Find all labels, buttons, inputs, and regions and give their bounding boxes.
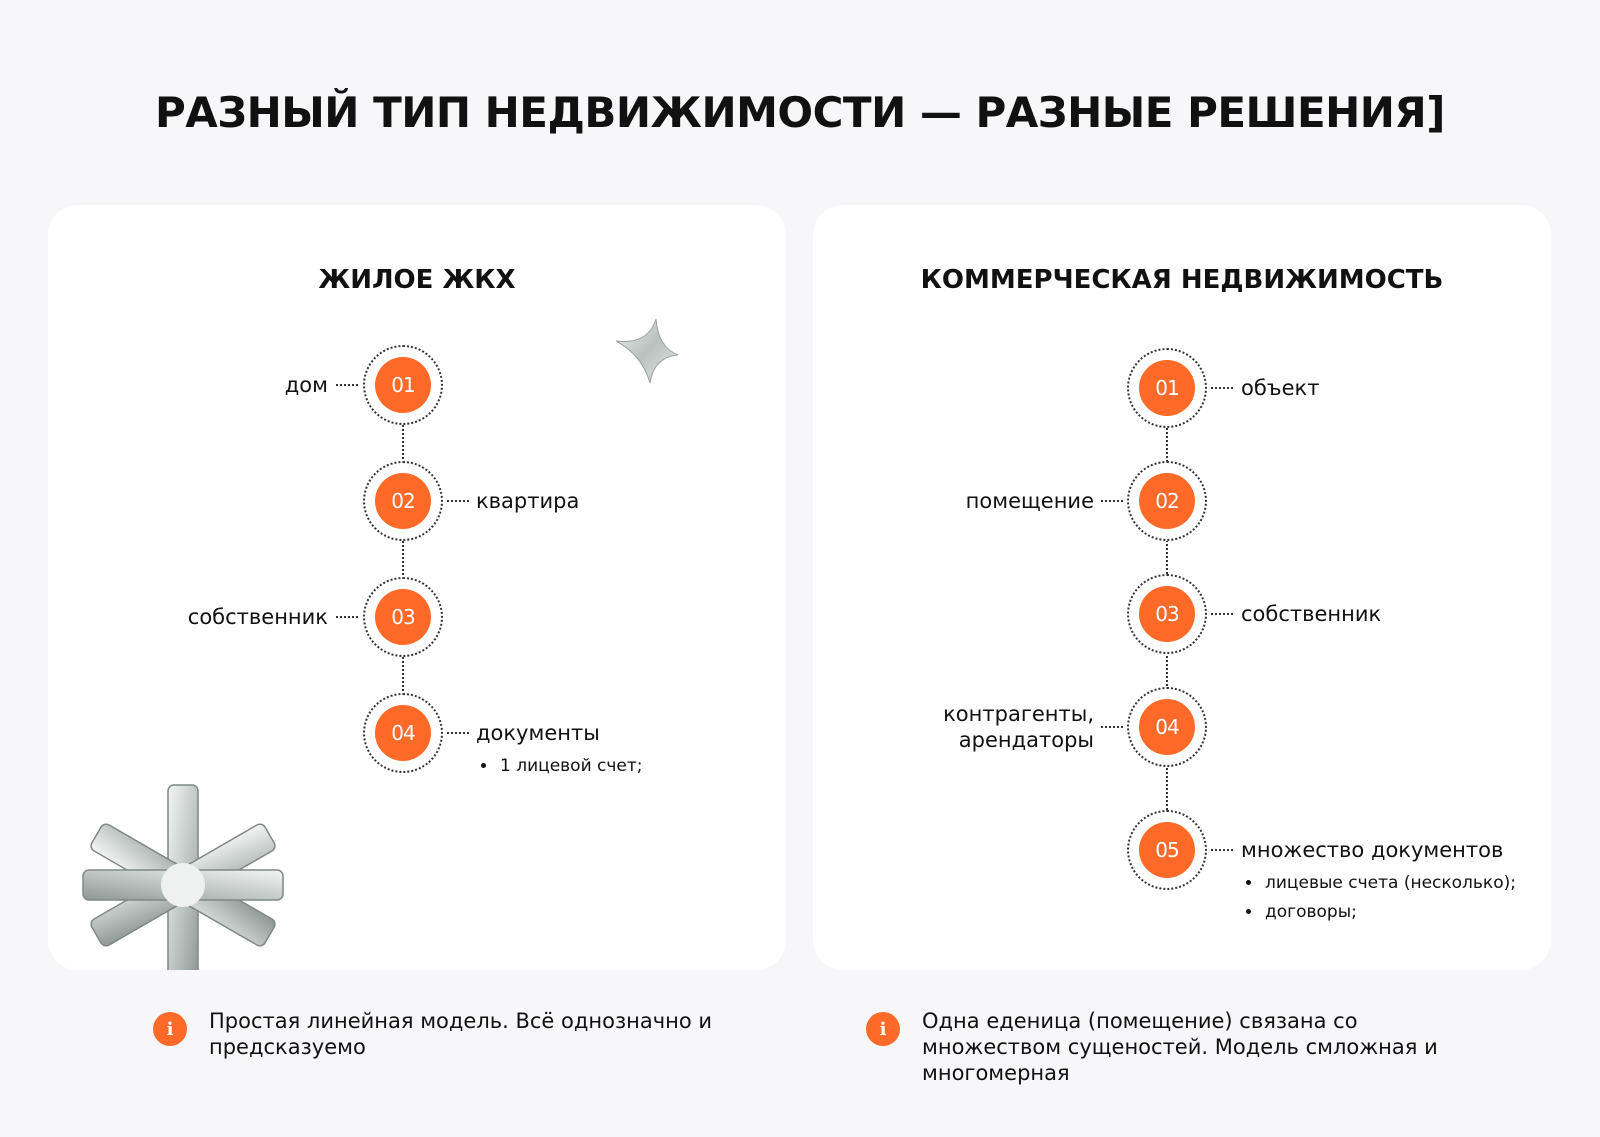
residential-card: ЖИЛОЕ ЖКХ 01 дом 02 квартира 03 собствен… (48, 205, 786, 970)
sparkle-star-icon (615, 318, 679, 384)
step-number: 01 (375, 357, 431, 413)
residential-label-house: дом (284, 373, 328, 397)
residential-label-owner: собственник (187, 605, 328, 629)
asterisk-3d-icon (82, 784, 284, 970)
info-icon: i (866, 1012, 900, 1046)
commercial-step-05: 05 (1127, 810, 1207, 890)
info-icon: i (153, 1012, 187, 1046)
commercial-label-object: объект (1241, 376, 1320, 400)
list-item: 1 лицевой счет; (498, 752, 643, 781)
residential-connector-03 (336, 616, 358, 618)
residential-step-01: 01 (363, 345, 443, 425)
residential-connector-01 (336, 384, 358, 386)
step-number: 04 (375, 705, 431, 761)
residential-label-apartment: квартира (476, 489, 580, 513)
step-number: 02 (1139, 473, 1195, 529)
step-number: 02 (375, 473, 431, 529)
commercial-step-02: 02 (1127, 461, 1207, 541)
step-number: 04 (1139, 699, 1195, 755)
page-title: РАЗНЫЙ ТИП НЕДВИЖИМОСТИ — РАЗНЫЕ РЕШЕНИЯ… (155, 88, 1445, 137)
residential-connector-04 (447, 732, 469, 734)
commercial-label-documents: множество документов лицевые счета (неск… (1241, 837, 1516, 927)
commercial-connector-05 (1211, 849, 1233, 851)
step-number: 05 (1139, 822, 1195, 878)
commercial-label-premises: помещение (965, 489, 1094, 513)
commercial-step-03: 03 (1127, 574, 1207, 654)
commercial-step-01: 01 (1127, 348, 1207, 428)
commercial-connector-02 (1101, 500, 1123, 502)
residential-step-04: 04 (363, 693, 443, 773)
step-number: 03 (375, 589, 431, 645)
commercial-documents-list: лицевые счета (несколько); договоры; (1241, 869, 1516, 927)
commercial-note: i Одна еденица (помещение) связана со мн… (866, 1008, 1482, 1086)
residential-connector-02 (447, 500, 469, 502)
commercial-connector-01 (1211, 387, 1233, 389)
residential-timeline-line (402, 385, 404, 735)
residential-card-title: ЖИЛОЕ ЖКХ (318, 265, 516, 295)
commercial-connector-04 (1101, 726, 1123, 728)
residential-documents-list: 1 лицевой счет; (476, 752, 643, 781)
commercial-card: КОММЕРЧЕСКАЯ НЕДВИЖИМОСТЬ 01 объект 02 п… (813, 205, 1551, 970)
commercial-step-04: 04 (1127, 687, 1207, 767)
list-item: лицевые счета (несколько); (1263, 869, 1516, 898)
commercial-note-text: Одна еденица (помещение) связана со множ… (922, 1009, 1438, 1085)
residential-note-text: Простая линейная модель. Всё однозначно … (209, 1009, 713, 1059)
commercial-connector-03 (1211, 613, 1233, 615)
list-item: договоры; (1263, 898, 1516, 927)
step-number: 01 (1139, 360, 1195, 416)
residential-note: i Простая линейная модель. Всё однозначн… (153, 1008, 769, 1060)
residential-label-documents: документы 1 лицевой счет; (476, 720, 643, 781)
residential-step-03: 03 (363, 577, 443, 657)
step-number: 03 (1139, 586, 1195, 642)
residential-step-02: 02 (363, 461, 443, 541)
commercial-card-title: КОММЕРЧЕСКАЯ НЕДВИЖИМОСТЬ (920, 265, 1444, 295)
commercial-label-owner: собственник (1241, 602, 1382, 626)
commercial-label-counterparties: контрагенты, арендаторы (943, 702, 1094, 752)
